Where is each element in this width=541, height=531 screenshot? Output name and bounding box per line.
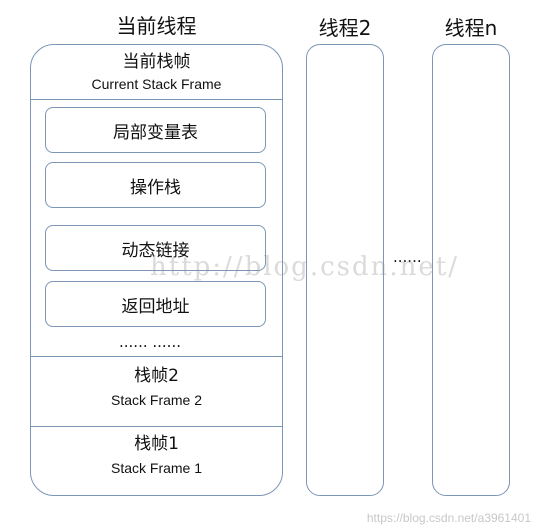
divider bbox=[31, 356, 282, 357]
stack-frame-2-cn: 栈帧2 bbox=[134, 366, 179, 386]
divider bbox=[31, 426, 282, 427]
current-stack-frame-en: Current Stack Frame bbox=[91, 76, 222, 92]
inner-ellipsis: ...... ...... bbox=[119, 333, 181, 351]
credit-watermark: https://blog.csdn.net/a3961401 bbox=[366, 511, 531, 525]
stack-frame-1: 栈帧1 Stack Frame 1 bbox=[31, 433, 282, 477]
thread2-title: 线程2 bbox=[318, 16, 372, 40]
return-address: 返回地址 bbox=[45, 281, 266, 327]
between-threads-ellipsis: ...... bbox=[393, 248, 422, 266]
stack-frame-1-cn: 栈帧1 bbox=[134, 434, 179, 454]
watermark: http://blog.csdn.net/ bbox=[150, 252, 459, 282]
current-thread-title: 当前线程 bbox=[116, 14, 197, 38]
operand-stack: 操作栈 bbox=[45, 162, 266, 208]
stack-frame-2: 栈帧2 Stack Frame 2 bbox=[31, 365, 282, 409]
local-variable-table: 局部变量表 bbox=[45, 107, 266, 153]
current-stack-frame-cn: 当前栈帧 bbox=[122, 52, 191, 72]
stack-frame-2-en: Stack Frame 2 bbox=[110, 392, 203, 408]
divider bbox=[31, 99, 282, 100]
current-stack-frame-header: 当前栈帧 Current Stack Frame bbox=[31, 45, 282, 100]
current-thread-stack: 当前栈帧 Current Stack Frame 局部变量表 操作栈 动态链接 … bbox=[30, 44, 283, 496]
threadn-title: 线程n bbox=[444, 16, 498, 40]
thread2-stack bbox=[306, 44, 384, 496]
threadn-stack bbox=[432, 44, 510, 496]
dynamic-linking: 动态链接 bbox=[45, 225, 266, 271]
stack-frame-1-en: Stack Frame 1 bbox=[110, 460, 203, 476]
